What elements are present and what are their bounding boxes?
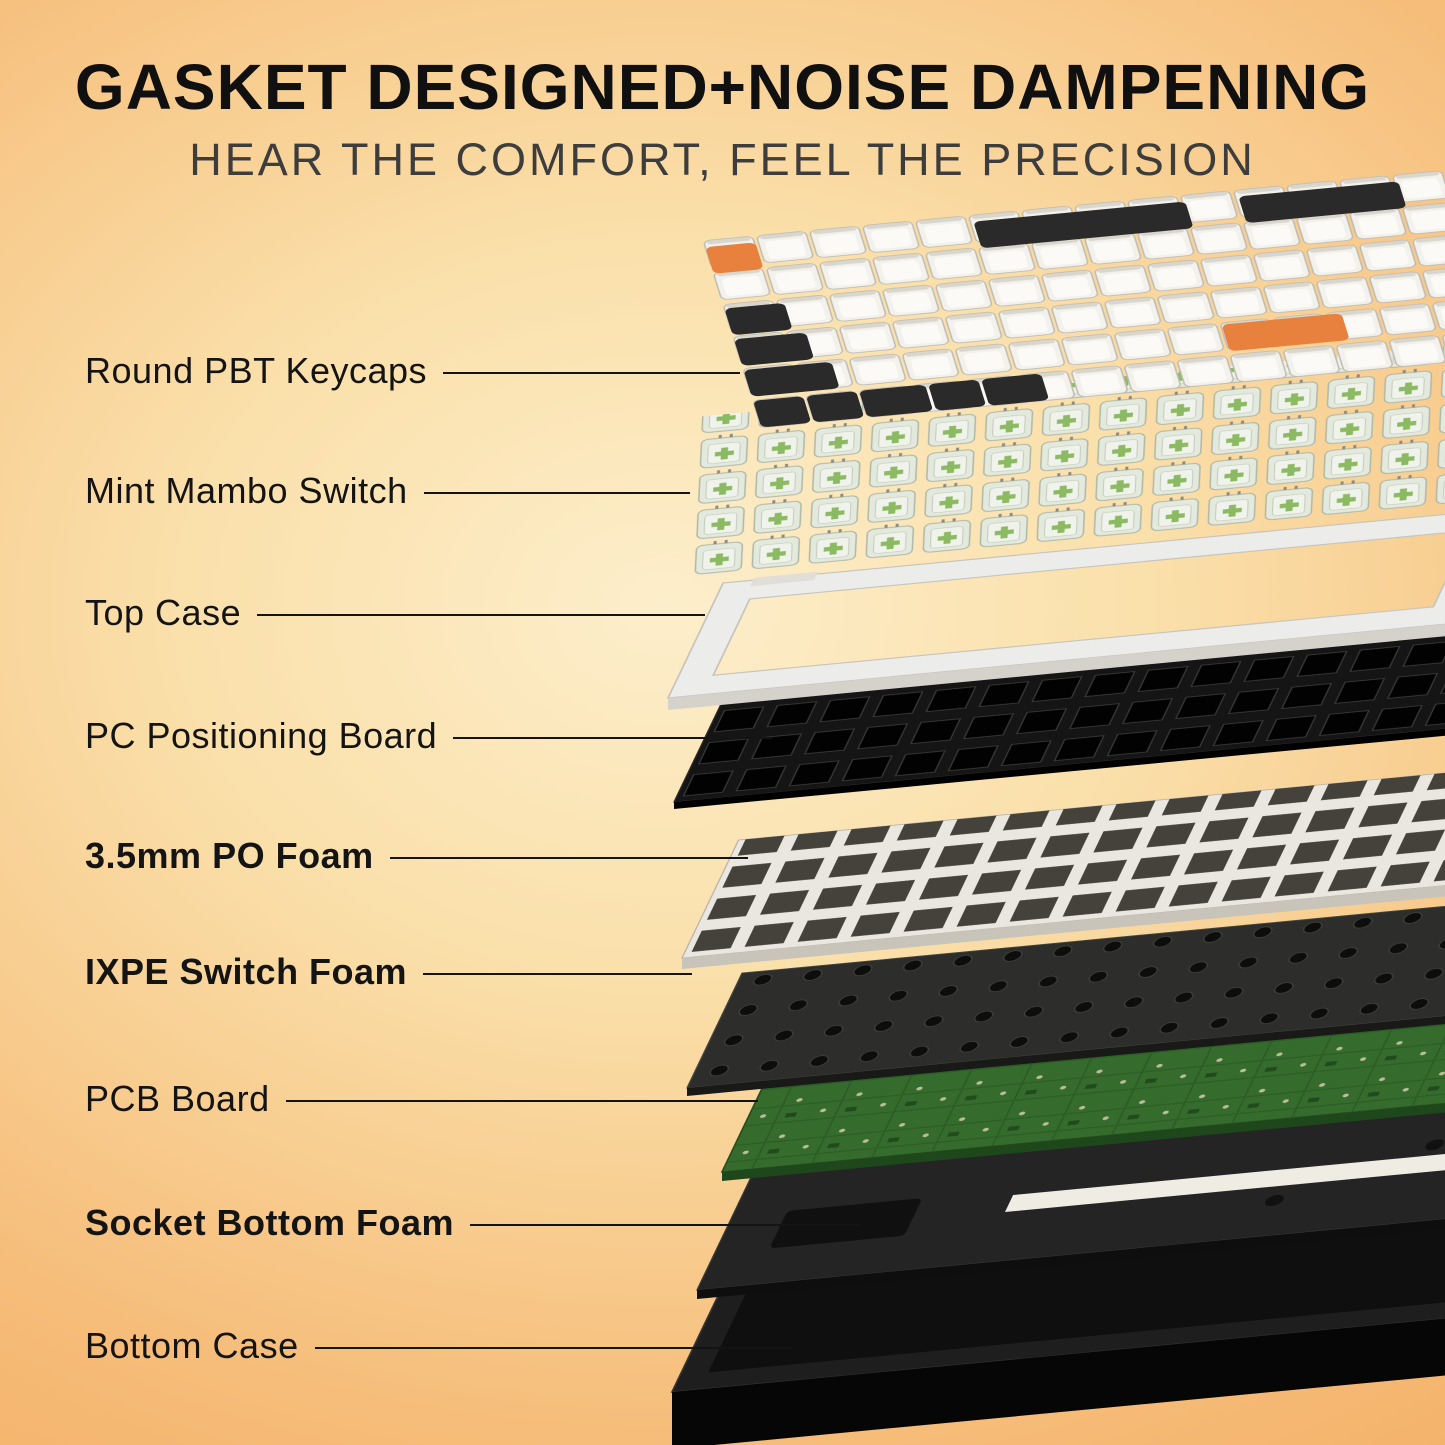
label-text: IXPE Switch Foam — [85, 951, 408, 992]
leader-line — [389, 856, 748, 859]
leader-line — [423, 491, 690, 494]
label-text: Bottom Case — [85, 1325, 299, 1366]
label-text: PCB Board — [85, 1078, 270, 1119]
leader-line — [423, 972, 692, 975]
label-po-foam: 3.5mm PO Foam — [85, 832, 748, 880]
label-text: Socket Bottom Foam — [85, 1202, 455, 1243]
label-text: Top Case — [85, 592, 242, 633]
label-socket-bottom-foam: Socket Bottom Foam — [85, 1199, 860, 1247]
header: GASKET DESIGNED+NOISE DAMPENING HEAR THE… — [0, 52, 1445, 186]
label-bottom-case: Bottom Case — [85, 1322, 792, 1370]
label-text: PC Positioning Board — [85, 715, 438, 756]
layer-pcb-board — [720, 990, 1445, 1181]
label-text: Round PBT Keycaps — [85, 350, 428, 391]
layer-bottom-case — [670, 1193, 1445, 1445]
label-text: Mint Mambo Switch — [85, 470, 408, 511]
leader-line — [470, 1223, 860, 1226]
page-title: GASKET DESIGNED+NOISE DAMPENING — [74, 51, 1371, 123]
label-ixpe-switch-foam: IXPE Switch Foam — [85, 948, 692, 996]
leader-line — [453, 736, 772, 739]
label-text: 3.5mm PO Foam — [85, 835, 374, 876]
leader-line — [314, 1346, 792, 1349]
label-mint-mambo-switch: Mint Mambo Switch — [85, 467, 690, 515]
leader-line — [443, 371, 740, 374]
layer-top-case — [666, 507, 1445, 710]
layer-ixpe-foam — [686, 897, 1445, 1096]
leader-line — [285, 1099, 758, 1102]
label-pc-positioning-board: PC Positioning Board — [85, 712, 772, 760]
layer-po-foam — [681, 763, 1445, 969]
page-subtitle: HEAR THE COMFORT, FEEL THE PRECISION — [189, 134, 1256, 186]
label-pcb-board: PCB Board — [85, 1075, 758, 1123]
label-round-pbt-keycaps: Round PBT Keycaps — [85, 347, 740, 395]
layer-keycaps — [700, 166, 1445, 430]
label-top-case: Top Case — [85, 589, 705, 637]
layer-white-strip — [1005, 1149, 1445, 1212]
leader-line — [257, 613, 705, 616]
